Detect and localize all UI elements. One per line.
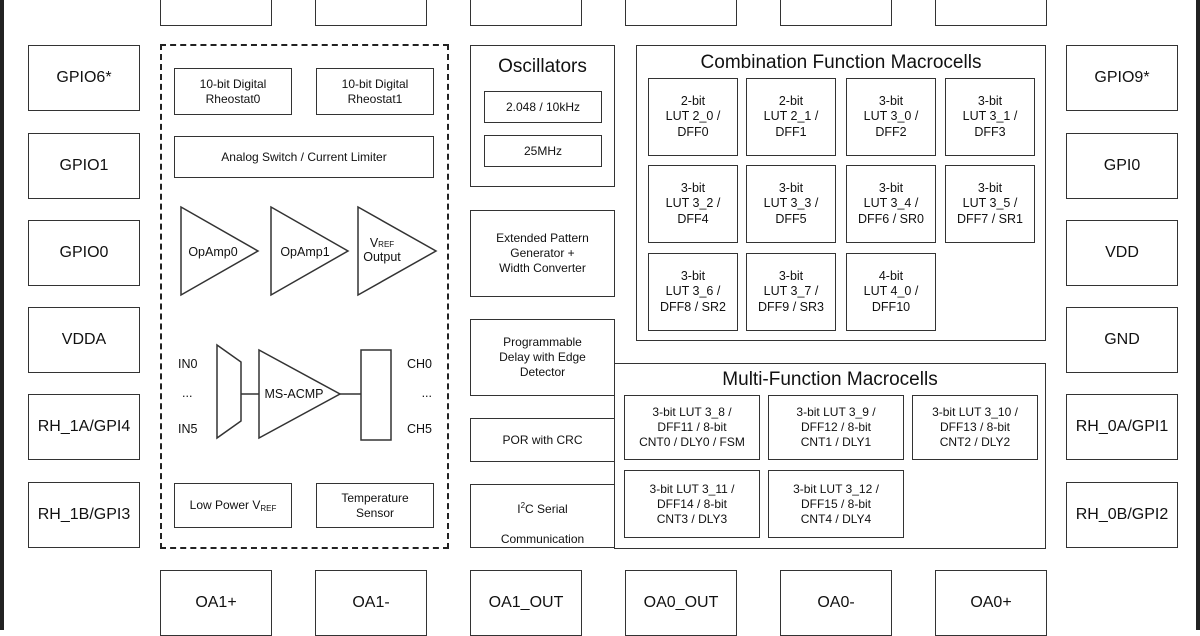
programmable-delay-block: Programmable Delay with Edge Detector: [470, 319, 615, 396]
temperature-sensor-block: Temperature Sensor: [316, 483, 434, 528]
vref-output-text: Output: [363, 250, 401, 265]
opamp-triangles: [180, 205, 438, 297]
ch5-label: CH5: [406, 422, 432, 436]
opamp0-triangle: [180, 205, 260, 297]
combination-macrocells-title: Combination Function Macrocells: [700, 52, 982, 73]
multi-cell-4: 3-bit LUT 3_11 / DFF14 / 8-bit CNT3 / DL…: [624, 470, 760, 538]
acmp-triangle: [258, 348, 342, 440]
ch0-label: CH0: [406, 357, 432, 371]
combo-cell-9: 3-bit LUT 3_6 / DFF8 / SR2: [648, 253, 738, 331]
multi-cell-2: 3-bit LUT 3_9 / DFF12 / 8-bit CNT1 / DLY…: [768, 395, 904, 460]
i2c-block: I2C Serial Communication: [470, 484, 615, 548]
multi-cell-1: 3-bit LUT 3_8 / DFF11 / 8-bit CNT0 / DLY…: [624, 395, 760, 460]
pin-right-2: GPI0: [1066, 133, 1178, 199]
vref-subscript: REF: [378, 240, 395, 249]
pin-left-4: VDDA: [28, 307, 140, 373]
oscillator-2: 25MHz: [484, 135, 602, 167]
vref-output-label: VREF Output: [352, 236, 412, 265]
acmp-label: MS-ACMP: [264, 387, 324, 401]
combo-cell-4: 3-bit LUT 3_1 / DFF3: [945, 78, 1035, 156]
pin-bottom-1: OA1+: [160, 570, 272, 636]
low-power-vref-text: Low Power V: [189, 498, 261, 512]
pin-left-3: GPIO0: [28, 220, 140, 286]
por-crc-block: POR with CRC: [470, 418, 615, 462]
pin-bottom-2: OA1-: [315, 570, 427, 636]
multi-function-macrocells-title: Multi-Function Macrocells: [722, 369, 938, 390]
multi-cell-3: 3-bit LUT 3_10 / DFF13 / 8-bit CNT2 / DL…: [912, 395, 1038, 460]
opamp1-triangle: [270, 205, 350, 297]
i2c-serial: C Serial: [525, 501, 568, 516]
pin-bottom-6: OA0+: [935, 570, 1047, 636]
input-mux-shape: [216, 343, 242, 440]
pin-bottom-4: OA0_OUT: [625, 570, 737, 636]
combo-cell-10: 3-bit LUT 3_7 / DFF9 / SR3: [746, 253, 836, 331]
combo-cell-3: 3-bit LUT 3_0 / DFF2: [846, 78, 936, 156]
pin-left-5: RH_1A/GPI4: [28, 394, 140, 460]
analog-block-region: [160, 44, 449, 549]
multi-cell-5: 3-bit LUT 3_12 / DFF15 / 8-bit CNT4 / DL…: [768, 470, 904, 538]
vref-output-triangle: [357, 205, 438, 297]
pin-right-5: RH_0A/GPI1: [1066, 394, 1178, 460]
top-partial-box-6: [935, 0, 1047, 26]
oscillators-title: Oscillators: [498, 56, 587, 77]
combo-cell-7: 3-bit LUT 3_4 / DFF6 / SR0: [846, 165, 936, 243]
combo-cell-2: 2-bit LUT 2_1 / DFF1: [746, 78, 836, 156]
pin-bottom-3: OA1_OUT: [470, 570, 582, 636]
pin-right-1: GPIO9*: [1066, 45, 1178, 111]
pin-right-6: RH_0B/GPI2: [1066, 482, 1178, 548]
i2c-i: I: [517, 501, 521, 516]
rheostat1-block: 10-bit Digital Rheostat1: [316, 68, 434, 115]
opamp0-label: OpAmp0: [188, 245, 238, 259]
output-ch-block: [360, 349, 392, 441]
pattern-generator-block: Extended Pattern Generator + Width Conve…: [470, 210, 615, 297]
opamp1-label: OpAmp1: [280, 245, 330, 259]
top-partial-box-5: [780, 0, 892, 26]
top-partial-box-4: [625, 0, 737, 26]
pin-left-1: GPIO6*: [28, 45, 140, 111]
frame-right-edge: [1196, 0, 1200, 630]
in-ellipsis: ...: [182, 386, 193, 400]
pin-bottom-5: OA0-: [780, 570, 892, 636]
in5-label: IN5: [178, 422, 198, 436]
top-partial-box-1: [160, 0, 272, 26]
combo-cell-11: 4-bit LUT 4_0 / DFF10: [846, 253, 936, 331]
combo-cell-5: 3-bit LUT 3_2 / DFF4: [648, 165, 738, 243]
in0-label: IN0: [178, 357, 198, 371]
i2c-communication: Communication: [500, 531, 585, 546]
i2c-superscript: 2: [520, 500, 526, 510]
low-power-vref-subscript: REF: [260, 503, 277, 513]
combo-cell-8: 3-bit LUT 3_5 / DFF7 / SR1: [945, 165, 1035, 243]
pin-right-3: VDD: [1066, 220, 1178, 286]
pin-left-6: RH_1B/GPI3: [28, 482, 140, 548]
pin-left-2: GPIO1: [28, 133, 140, 199]
top-partial-box-3: [470, 0, 582, 26]
oscillator-1: 2.048 / 10kHz: [484, 91, 602, 123]
ch-ellipsis: ...: [421, 386, 432, 400]
acmp-diagram: [216, 343, 392, 441]
rheostat0-block: 10-bit Digital Rheostat0: [174, 68, 292, 115]
i2c-text: I2C Serial Communication: [501, 486, 584, 547]
frame-left-edge: [0, 0, 4, 630]
combo-cell-1: 2-bit LUT 2_0 / DFF0: [648, 78, 738, 156]
analog-switch-block: Analog Switch / Current Limiter: [174, 136, 434, 178]
combo-cell-6: 3-bit LUT 3_3 / DFF5: [746, 165, 836, 243]
vref-v: V: [369, 236, 379, 250]
pin-right-4: GND: [1066, 307, 1178, 373]
top-partial-box-2: [315, 0, 427, 26]
